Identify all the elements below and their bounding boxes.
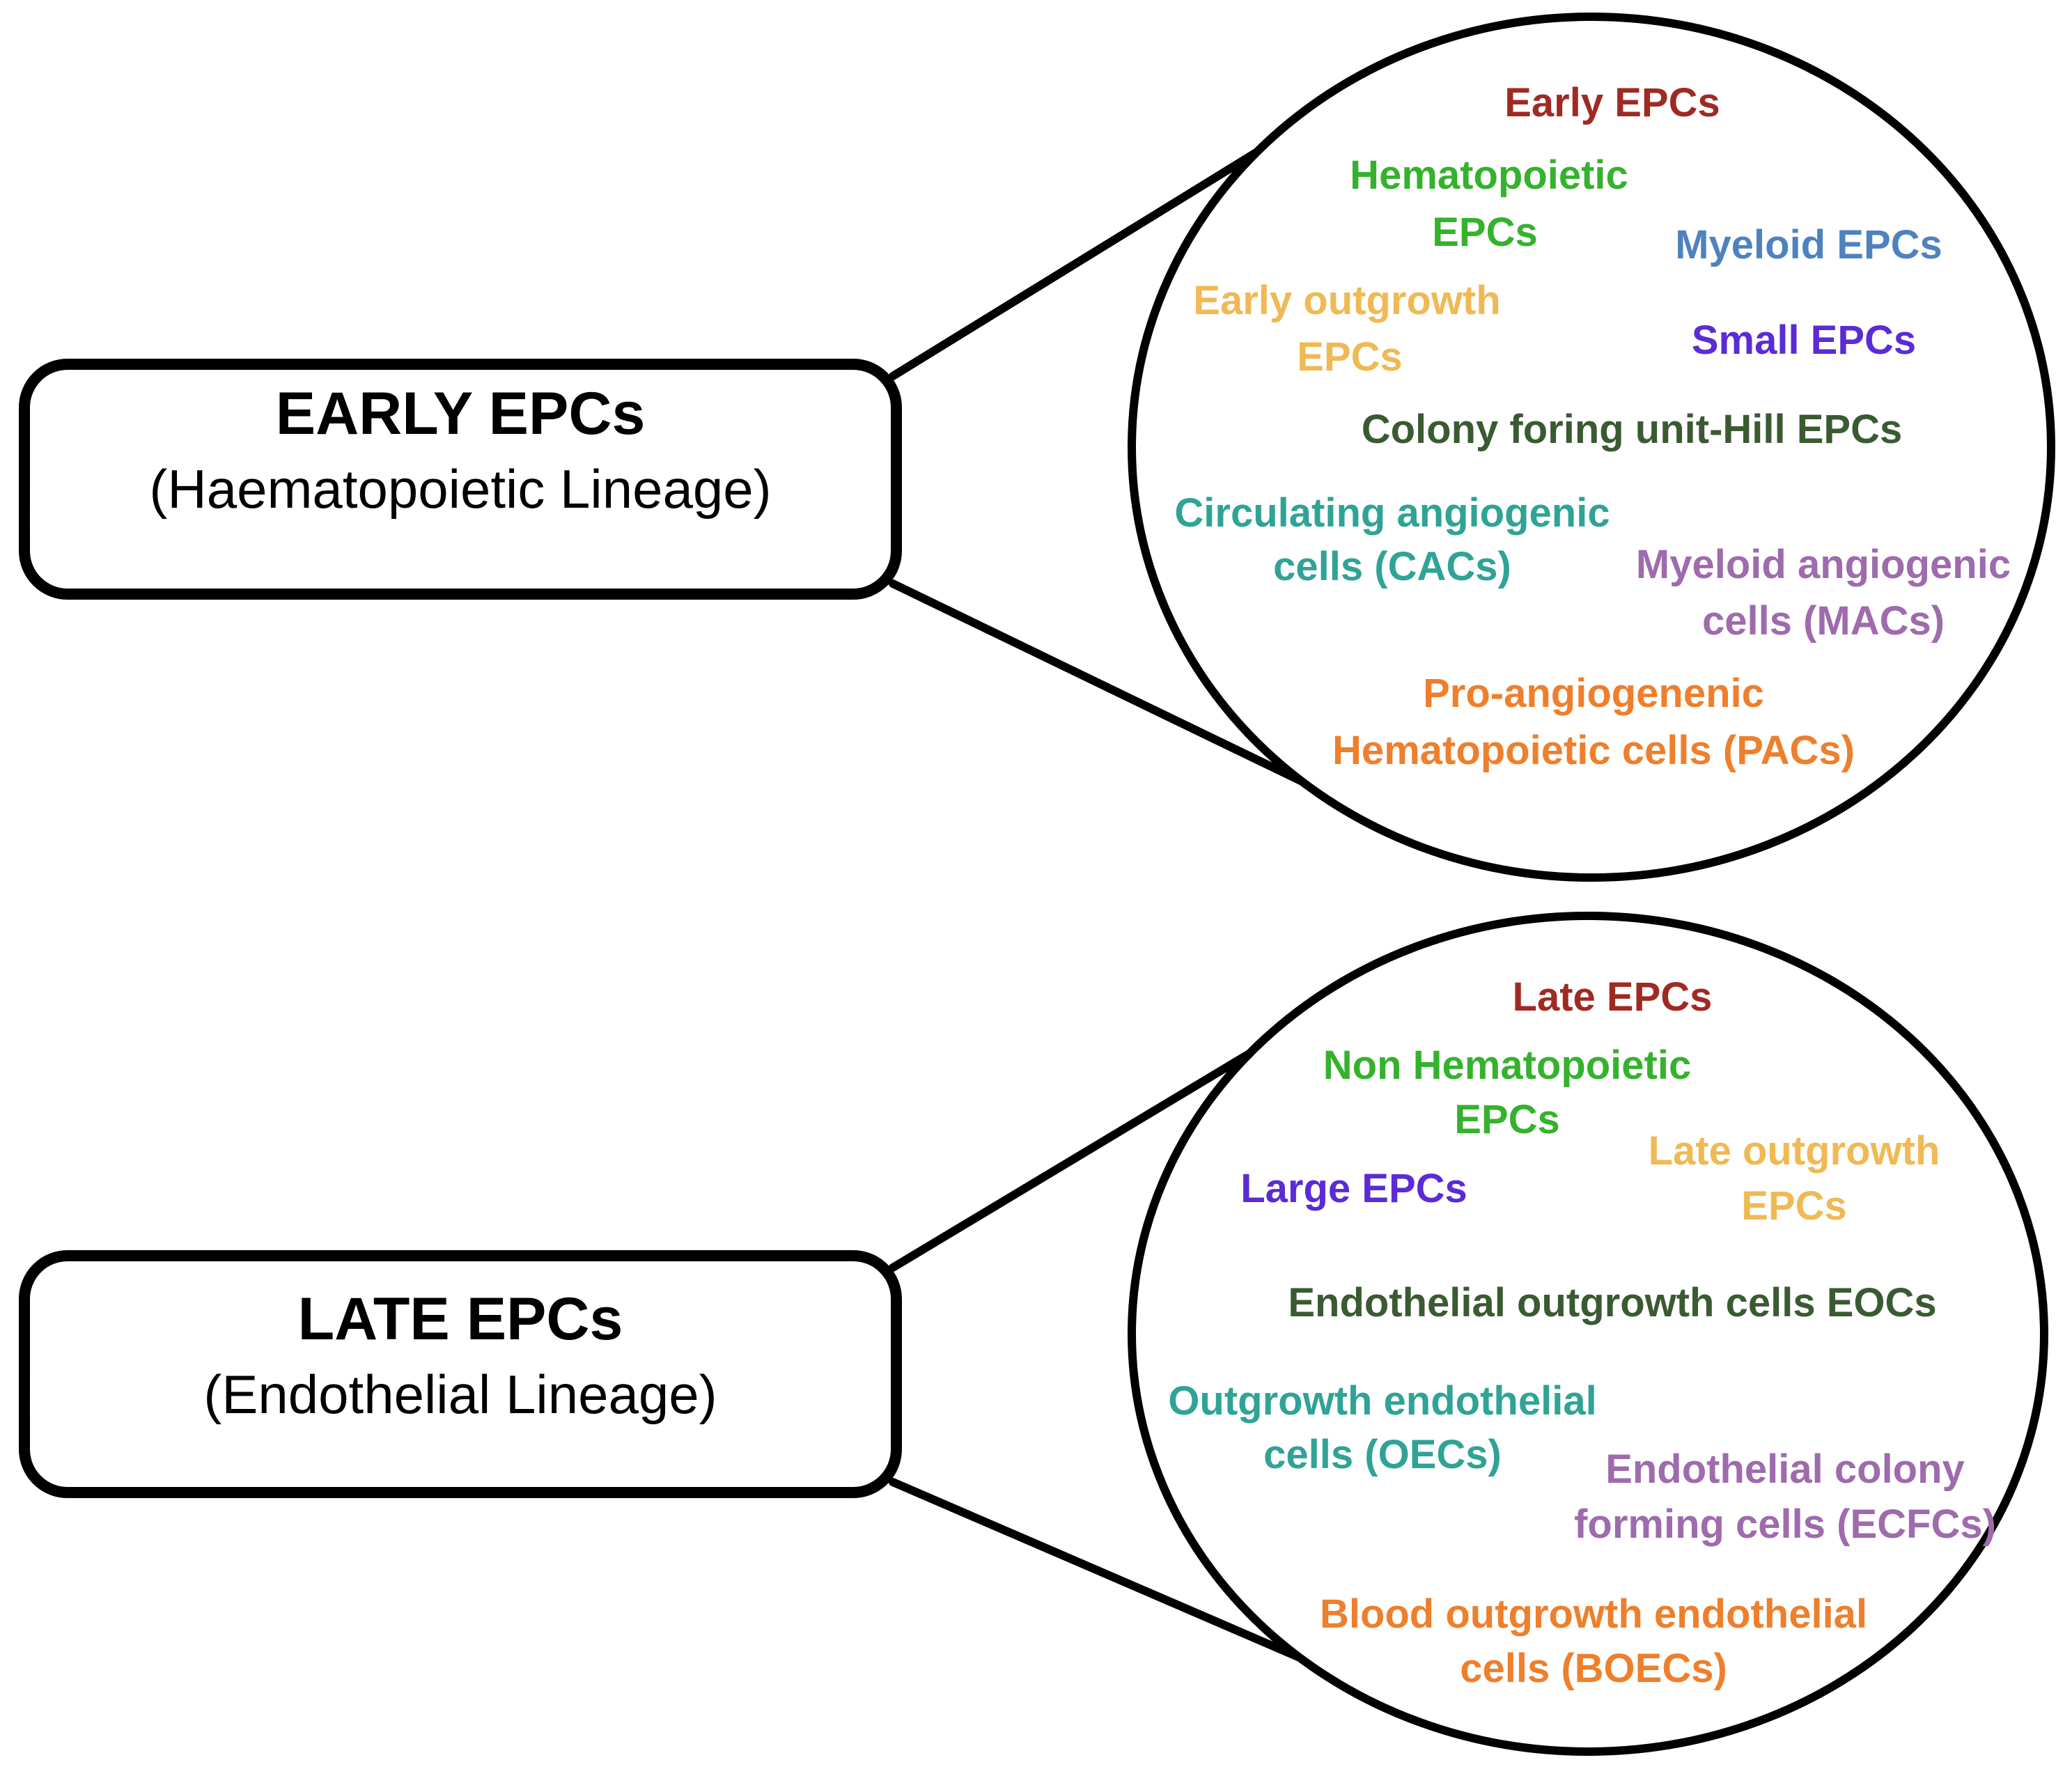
label-early-epcs: Early EPCs: [1504, 80, 1720, 125]
label-pac-2: Hematopoietic cells (PACs): [1332, 728, 1855, 773]
label-hematopoietic-epcs-2: EPCs: [1432, 210, 1538, 255]
label-early-outgrowth-2: EPCs: [1297, 334, 1403, 380]
early-box-subtitle: (Haematopoietic Lineage): [149, 458, 772, 520]
label-ecfc-2: forming cells (ECFCs): [1574, 1502, 1996, 1547]
early-epcs-circle: [1128, 13, 2055, 882]
late-box-title: LATE EPCs: [297, 1286, 623, 1353]
label-mac-1: Myeloid angiogenic: [1635, 542, 2011, 587]
label-boec-2: cells (BOECs): [1460, 1646, 1727, 1691]
label-oec-2: cells (OECs): [1263, 1432, 1502, 1477]
early-box-title: EARLY EPCs: [275, 380, 646, 447]
label-non-hematopoietic-1: Non Hematopoietic: [1323, 1043, 1692, 1088]
late-epcs-circle: [1128, 912, 2048, 1756]
label-small-epcs: Small EPCs: [1691, 318, 1917, 363]
label-oec-1: Outgrowth endothelial: [1168, 1378, 1597, 1424]
label-late-epcs: Late EPCs: [1512, 974, 1713, 1020]
label-early-outgrowth-1: Early outgrowth: [1193, 278, 1501, 323]
label-late-outgrowth-1: Late outgrowth: [1648, 1128, 1940, 1174]
label-non-hematopoietic-2: EPCs: [1454, 1097, 1560, 1142]
label-mac-2: cells (MACs): [1701, 598, 1945, 644]
label-cfu-hill-epcs: Colony foring unit-Hill EPCs: [1361, 407, 1903, 452]
label-large-epcs: Large EPCs: [1240, 1166, 1467, 1211]
label-eoc: Endothelial outgrowth cells EOCs: [1288, 1280, 1937, 1325]
late-epcs-box: [19, 1250, 902, 1498]
label-myeloid-epcs: Myeloid EPCs: [1675, 222, 1942, 267]
early-epcs-box: [19, 359, 902, 600]
label-boec-1: Blood outgrowth endothelial: [1319, 1591, 1868, 1637]
label-cac-2: cells (CACs): [1273, 544, 1511, 589]
label-ecfc-1: Endothelial colony: [1605, 1447, 1965, 1492]
label-pac-1: Pro-angiogenenic: [1423, 671, 1764, 716]
label-late-outgrowth-2: EPCs: [1741, 1183, 1847, 1229]
late-box-subtitle: (Endothelial Lineage): [203, 1364, 717, 1425]
label-cac-1: Circulating angiogenic: [1174, 490, 1610, 536]
label-hematopoietic-epcs-1: Hematopoietic: [1350, 153, 1628, 198]
